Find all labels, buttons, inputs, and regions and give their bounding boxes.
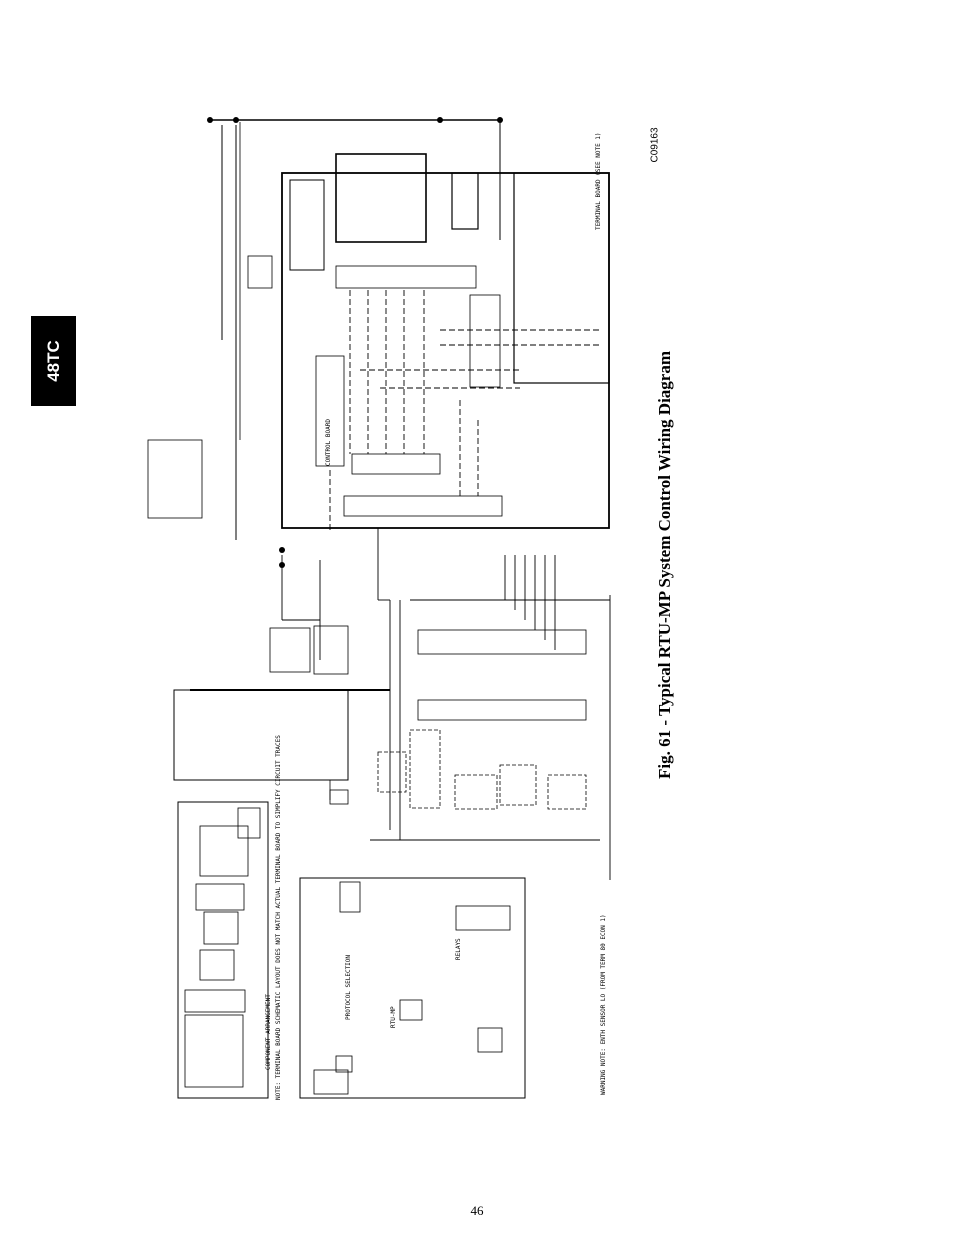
protocol-label: PROTOCOL SELECTION [345, 955, 352, 1020]
terminal-layout-note: NOTE: TERMINAL BOARD SCHEMATIC LAYOUT DO… [275, 735, 282, 1100]
control-board-label: CONTROL BOARD [325, 419, 332, 466]
terminal-board-frame [513, 172, 610, 384]
component-box-e [195, 883, 245, 911]
component-box-b [184, 989, 246, 1013]
component-arrangement-note: COMPONENT ARRANGEMENT [265, 994, 272, 1070]
component-box-a [184, 1014, 244, 1088]
terminal-board-label: TERMINAL BOARD (SEE NOTE 1) [595, 132, 602, 230]
rtu-mp-board-label: RTU-MP [390, 1006, 397, 1028]
component-arrangement-frame [177, 801, 269, 1099]
page-number: 46 [470, 1203, 484, 1218]
component-box-c [199, 949, 235, 981]
relays-label: RELAYS [455, 938, 462, 960]
control-enclosure [281, 172, 610, 529]
component-box-d [203, 911, 239, 945]
section-tab: 48TC [31, 316, 76, 406]
rtu-mp-board [299, 877, 526, 1099]
component-box-g [237, 807, 261, 839]
warning-note: WARNING NOTE: ENTH SENSOR LO (FROM TERM … [600, 914, 607, 1095]
component-box-f [199, 825, 249, 877]
